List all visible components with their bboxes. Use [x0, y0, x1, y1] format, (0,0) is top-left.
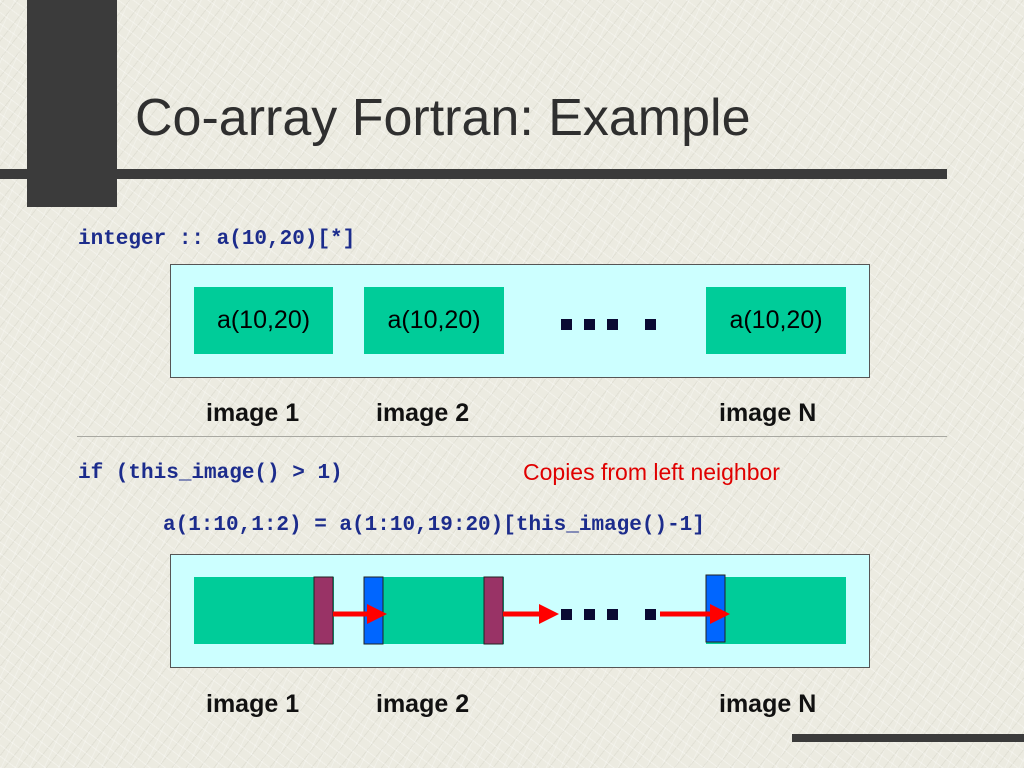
bottom-cell-image-2 — [364, 577, 504, 644]
ellipsis-dot — [607, 609, 618, 620]
ellipsis-dot — [607, 319, 618, 330]
top-label-image-n: image N — [719, 399, 817, 427]
ellipsis-dot — [584, 609, 595, 620]
bottom-label-image-2: image 2 — [376, 690, 470, 718]
top-cell-image-n: a(10,20) — [706, 287, 846, 354]
ellipsis-dot — [561, 609, 572, 620]
ellipsis-dot — [584, 319, 595, 330]
copy-diagram-graphic — [194, 574, 846, 645]
top-cell-image-2: a(10,20) — [364, 287, 504, 354]
bottom-rule — [792, 734, 1024, 742]
bottom-cell-image-1 — [194, 577, 334, 644]
bottom-label-image-1: image 1 — [206, 690, 300, 718]
declaration-code: integer :: a(10,20)[*] — [78, 228, 356, 251]
top-cell-image-1: a(10,20) — [194, 287, 333, 354]
ellipsis-dot — [645, 609, 656, 620]
title-rule — [0, 169, 947, 179]
ellipsis-dot — [561, 319, 572, 330]
bottom-cell-image-n — [706, 577, 846, 644]
copy-note: Copies from left neighbor — [523, 459, 780, 485]
dest-strip-image-n — [705, 574, 726, 643]
top-label-image-1: image 1 — [206, 399, 300, 427]
source-strip-image-2 — [483, 576, 504, 645]
bottom-diagram — [170, 554, 870, 668]
section-separator — [77, 436, 947, 437]
dest-strip-image-2 — [363, 576, 384, 645]
slide-title: Co-array Fortran: Example — [135, 89, 751, 147]
code-line-assignment: a(1:10,1:2) = a(1:10,19:20)[this_image()… — [163, 514, 705, 537]
source-strip-image-1 — [313, 576, 334, 645]
bottom-label-image-n: image N — [719, 690, 817, 718]
top-label-image-2: image 2 — [376, 399, 470, 427]
ellipsis-dot — [645, 319, 656, 330]
code-line-if: if (this_image() > 1) — [78, 462, 343, 485]
